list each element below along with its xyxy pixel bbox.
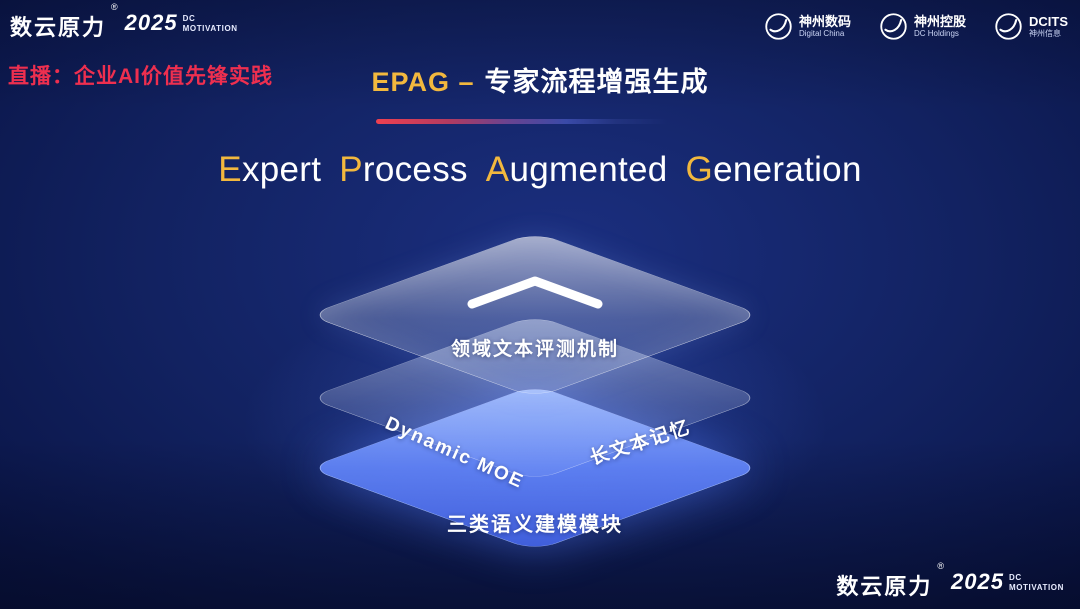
brand-year: 2025	[124, 10, 178, 35]
live-stream-label: 直播：企业AI价值先锋实践	[8, 65, 273, 88]
brand-name: 数云原力	[836, 574, 933, 599]
brand-year: 2025	[951, 569, 1004, 594]
page-title: EPAG – 专家流程增强生成	[0, 60, 1080, 99]
label-domain-text-evaluation: 领域文本评测机制	[450, 339, 620, 360]
subtitle-word-process: Process	[339, 150, 468, 189]
chevron-up-icon	[467, 276, 603, 309]
dc-holdings-swoosh-icon	[880, 13, 907, 40]
logo-text-block: 神州控股 DC Holdings	[914, 14, 966, 39]
registered-trademark-mark: ®	[937, 561, 945, 571]
logo-name-en: DC Holdings	[913, 29, 959, 38]
logo-text-block: DCITS 神州信息	[1029, 14, 1068, 39]
brand-name: 数云原力	[10, 15, 107, 40]
logo-name-en: Digital China	[798, 29, 845, 38]
brand-sub-line1: DC	[182, 14, 196, 23]
registered-trademark-mark: ®	[111, 2, 118, 12]
brand-logo-bottom-right: 数云原力 ® 2025 DC MOTIVATION	[836, 561, 1064, 601]
brand-subtitle: DC MOTIVATION	[1009, 573, 1064, 593]
logo-name-en: DCITS	[1029, 14, 1068, 29]
brand-sub-line2: MOTIVATION	[182, 24, 238, 33]
logo-name-cn: 神州控股	[913, 14, 966, 29]
logo-dcits: DCITS 神州信息	[994, 12, 1068, 41]
subtitle-word-generation: Generation	[685, 150, 862, 189]
brand-subtitle: DC MOTIVATION	[183, 14, 238, 34]
gradient-divider-line	[376, 119, 668, 124]
subtitle-word-augmented: Augmented	[485, 150, 668, 189]
subtitle-english: Expert Process Augmented Generation	[0, 150, 1080, 190]
title-epag-abbrev: EPAG –	[371, 67, 475, 97]
digital-china-swoosh-icon	[765, 13, 792, 40]
subtitle-word-expert: Expert	[218, 150, 322, 189]
title-chinese: 专家流程增强生成	[484, 67, 709, 97]
logo-dc-holdings: 神州控股 DC Holdings	[879, 12, 966, 41]
partner-logos: 神州数码 Digital China 神州控股 DC Holdings DCIT…	[764, 12, 1068, 41]
logo-name-cn: 神州数码	[798, 14, 851, 29]
logo-digital-china: 神州数码 Digital China	[764, 12, 851, 41]
label-semantic-modeling-modules: 三类语义建模模块	[447, 514, 623, 536]
logo-text-block: 神州数码 Digital China	[799, 14, 851, 39]
brand-sub-line1: DC	[1008, 573, 1022, 582]
brand-logo-top-left: 数云原力 ® 2025 DC MOTIVATION	[10, 2, 238, 42]
logo-name-cn: 神州信息	[1029, 29, 1061, 38]
brand-sub-line2: MOTIVATION	[1008, 583, 1064, 592]
dcits-swoosh-icon	[995, 13, 1022, 40]
